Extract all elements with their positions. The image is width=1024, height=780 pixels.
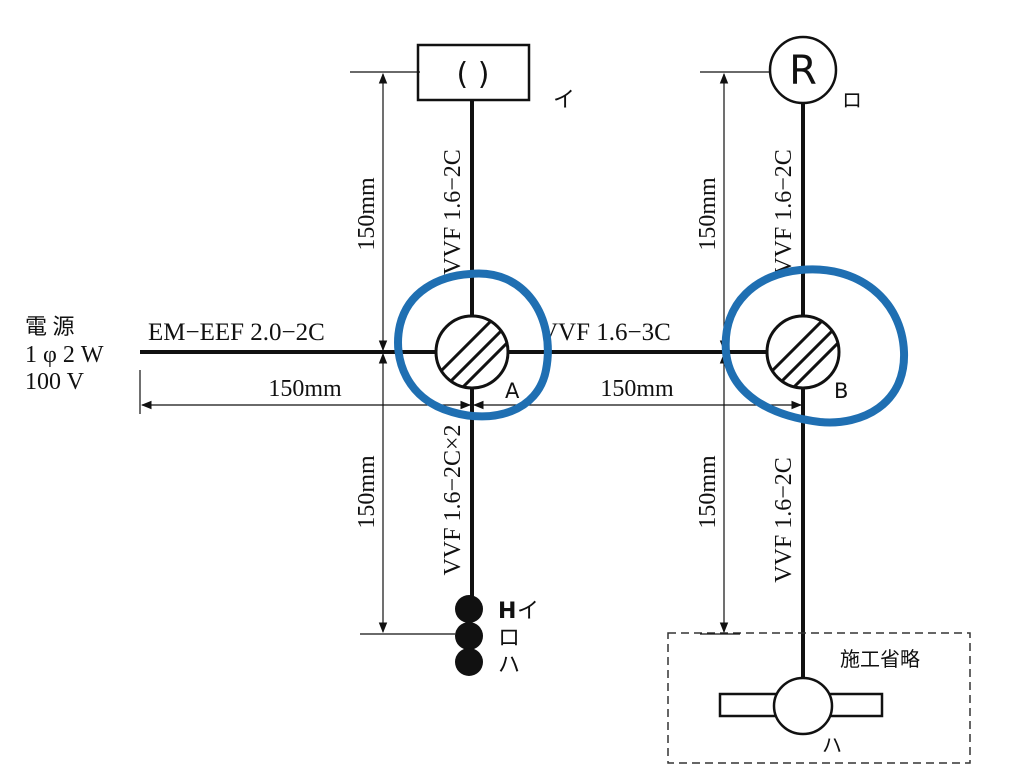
highlight-circle-a <box>394 269 552 421</box>
fixture-body <box>772 676 834 736</box>
switch-1-label: イ <box>517 599 539 624</box>
omitted-area <box>667 632 971 764</box>
switch-1-prefix: H <box>498 599 516 624</box>
cable-a-up-label: VVF 1.6−2C <box>440 149 466 275</box>
power-source-line3: 100 V <box>25 369 85 395</box>
junction-box-b <box>765 314 841 390</box>
receptacle-label: ロ <box>842 88 862 112</box>
ceiling-light-box <box>416 43 531 102</box>
omitted-label: 施工省略 <box>840 647 920 671</box>
receptacle-symbol: R <box>789 48 817 94</box>
cable-b-up-label: VVF 1.6−2C <box>771 149 797 275</box>
cable-main-label: EM−EEF 2.0−2C <box>148 319 325 346</box>
fixture-label: ハ <box>822 733 842 757</box>
cable-a-down-label: VVF 1.6−2C×2 <box>440 424 466 575</box>
ceiling-light-symbol: ( ) <box>457 57 490 92</box>
switch-2-label: ロ <box>498 626 520 651</box>
junction-box-a <box>434 314 510 390</box>
dim-horizontal-left-label: 150mm <box>268 376 342 402</box>
dim-horizontal-right-label: 150mm <box>600 376 674 402</box>
switch-group <box>455 595 483 676</box>
cable-a-to-b-label: VVF 1.6−3C <box>540 319 671 346</box>
dim-vertical-a-up-label: 150mm <box>354 177 380 251</box>
switch-3-label: ハ <box>498 653 520 678</box>
highlight-circle-b <box>721 265 909 427</box>
ceiling-light-label: イ <box>553 88 575 113</box>
box-a-label: A <box>505 379 520 403</box>
dim-vertical-b-up-label: 150mm <box>695 177 721 251</box>
receptacle-icon <box>768 35 838 105</box>
power-source-line1: 電 源 <box>25 314 75 339</box>
cable-b-down-label: VVF 1.6−2C <box>771 457 797 583</box>
power-source-line2: 1 φ 2 W <box>25 342 104 368</box>
box-b-label: B <box>834 379 848 403</box>
dim-vertical-b-down-label: 150mm <box>695 455 721 529</box>
dim-vertical-a-down-label: 150mm <box>354 455 380 529</box>
